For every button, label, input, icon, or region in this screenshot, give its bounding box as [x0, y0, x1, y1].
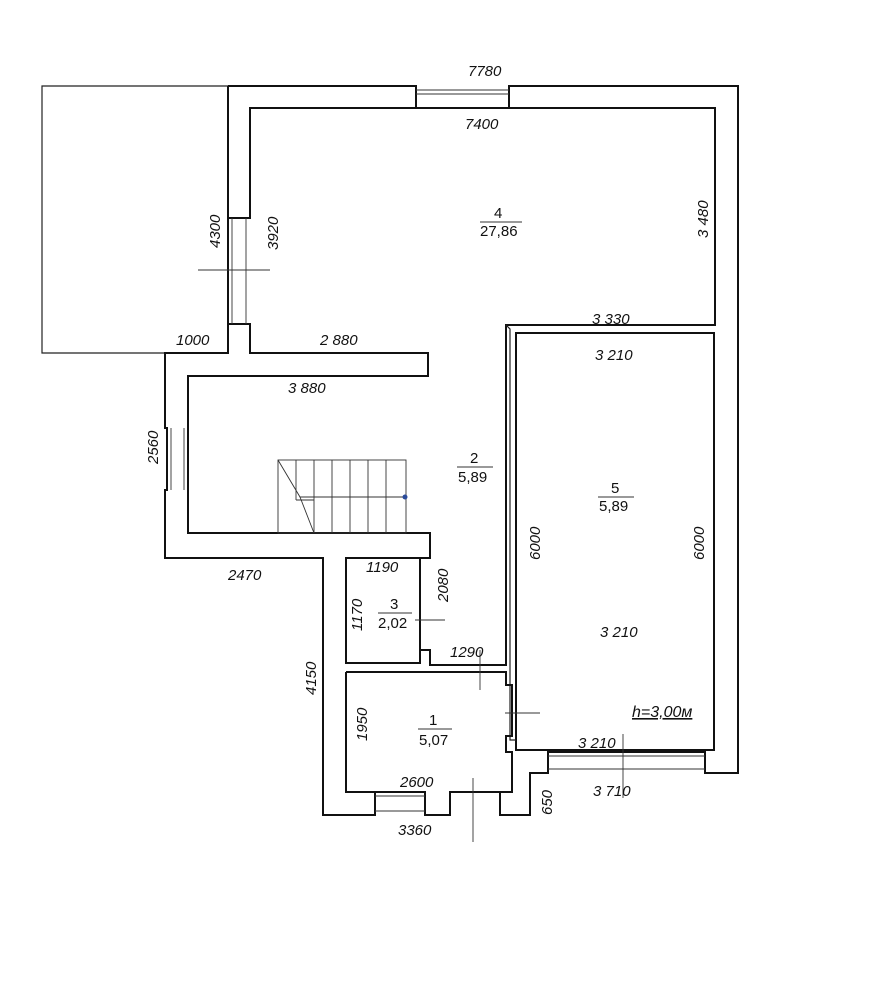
room-2-number: 2	[470, 450, 478, 467]
dim-2080: 2080	[435, 568, 452, 603]
dim-top-inner: 7400	[465, 116, 499, 133]
dim-2560: 2560	[145, 430, 162, 465]
dim-room5-right: 6000	[691, 526, 708, 560]
room-1-number: 1	[429, 712, 437, 729]
dim-room5-top: 3 210	[595, 347, 633, 364]
terrace-outline	[41, 85, 228, 354]
dim-3710: 3 710	[593, 783, 631, 800]
room-label-4: 4 27,86	[480, 205, 522, 240]
dim-3360: 3360	[398, 822, 432, 839]
dim-room5-mid: 3 210	[600, 624, 638, 641]
dim-2600: 2600	[399, 774, 434, 791]
room-5-number: 5	[611, 480, 619, 497]
ceiling-height-note: h=3,00м	[632, 704, 692, 721]
room-4-area: 27,86	[480, 223, 518, 240]
dim-1000: 1000	[176, 332, 210, 349]
dim-1950: 1950	[354, 707, 371, 741]
room-3-area: 2,02	[378, 615, 407, 632]
dim-room5-left: 6000	[527, 526, 544, 560]
room-label-1: 1 5,07	[418, 712, 452, 749]
dim-top-outer: 7780	[468, 63, 502, 80]
dim-left-inner: 3920	[265, 216, 282, 250]
room-3-number: 3	[390, 596, 398, 613]
room-label-5: 5 5,89	[598, 480, 634, 515]
section-markers	[198, 269, 624, 842]
dim-1190: 1190	[366, 559, 399, 576]
room-3-walls	[345, 557, 421, 664]
room-1-area: 5,07	[419, 732, 448, 749]
room-1-walls	[345, 671, 513, 793]
dim-right-room4: 3 480	[695, 200, 712, 238]
room-2-area: 5,89	[458, 469, 487, 486]
dim-left-outer: 4300	[207, 214, 224, 248]
dim-2470: 2470	[227, 567, 262, 584]
room-5-walls	[515, 332, 715, 751]
room-label-2: 2 5,89	[457, 450, 493, 486]
room-5-inner-wall	[505, 324, 516, 741]
room-label-3: 3 2,02	[378, 596, 412, 632]
staircase	[277, 459, 408, 534]
dim-650: 650	[539, 789, 556, 815]
dim-3330: 3 330	[592, 311, 630, 328]
dim-1290: 1290	[450, 644, 484, 661]
dimension-labels: 7780 7400 4300 3920 3 480 3 330 3 210 3 …	[145, 63, 712, 839]
room-4-number: 4	[494, 205, 502, 222]
dim-1170: 1170	[349, 598, 366, 631]
dim-room5-bottom: 3 210	[578, 735, 616, 752]
room-5-area: 5,89	[599, 498, 628, 515]
dim-2880: 2 880	[319, 332, 358, 349]
dim-4150: 4150	[303, 661, 320, 695]
dim-3880: 3 880	[288, 380, 326, 397]
